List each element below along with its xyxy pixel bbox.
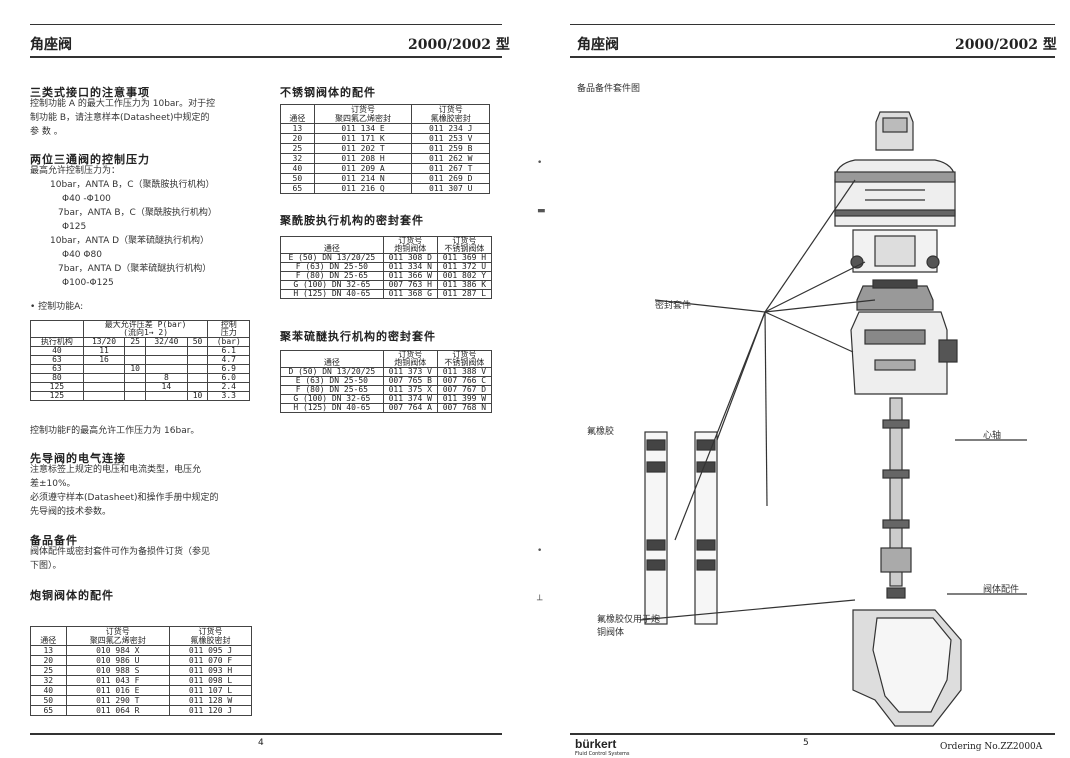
page-title: 角座阀 <box>577 37 619 53</box>
figure-caption: 备品备件套件图 <box>577 84 641 94</box>
header-underline <box>30 56 502 58</box>
pps-seal-kit-table: 订货号 订货号 通径 炮铜阀体 不锈钢阀体 D (50) DN 13/20/25… <box>280 350 493 413</box>
label-fkm: 氟橡胶 <box>587 427 615 437</box>
section-title-pps-seal: 聚苯硫醚执行机构的密封套件 <box>280 330 436 343</box>
label-fkm-note: 氟橡胶仅用于炮 铜阀体 <box>597 615 661 638</box>
ordering-number: Ordering No.ZZ2000A <box>940 742 1043 752</box>
header-rule <box>570 24 1055 25</box>
valve-exploded-drawing <box>639 111 1027 727</box>
brand-tagline: Fluid Control Systems <box>575 751 630 757</box>
section-text-two-way: 最高允许控制压力为： 10bar，ANTA B，C（聚酰胺执行机构） Φ40 -… <box>30 166 217 288</box>
footer-rule <box>30 733 502 735</box>
margin-mark: ▬ <box>537 206 546 216</box>
label-seal-kit: 密封套件 <box>655 301 692 311</box>
section-title-three-fluid: 三类式接口的注意事项 <box>30 86 150 99</box>
control-a-label: • 控制功能A: <box>30 302 84 312</box>
margin-mark: • <box>537 158 543 168</box>
model-number: 2000/2002 型 <box>955 37 1057 53</box>
brand-logo: bürkert <box>575 737 617 751</box>
label-spindle: 心轴 <box>983 431 1002 441</box>
label-body-parts: 阀体配件 <box>983 585 1020 595</box>
section-title-two-way: 两位三通阀的控制压力 <box>30 153 150 166</box>
section-text-spare: 阀体配件或密封套件可作为备损件订货（参见 下图）。 <box>30 547 211 571</box>
section-title-brass: 炮铜阀体的配件 <box>30 589 114 602</box>
header-underline <box>570 56 1055 58</box>
control-f-note: 控制功能F的最高允许工作压力为 16bar。 <box>30 426 200 436</box>
footer-rule <box>570 733 1055 735</box>
right-page: 角座阀 2000/2002 型 备品备件套件图 • ▬ • ┴ <box>535 0 1070 758</box>
left-page: 角座阀 2000/2002 型 三类式接口的注意事项 控制功能 A 的最大工作压… <box>30 24 510 748</box>
section-title-pa-seal: 聚酰胺执行机构的密封套件 <box>280 214 424 227</box>
section-title-stainless: 不锈钢阀体的配件 <box>280 86 376 99</box>
header-rule <box>30 24 502 25</box>
pa-seal-kit-table: 订货号 订货号 通径 炮铜阀体 不锈钢阀体 E (50) DN 13/20/25… <box>280 236 493 299</box>
section-title-pilot: 先导阀的电气连接 <box>30 452 126 465</box>
section-text-three-fluid: 控制功能 A 的最大工作压力为 10bar。对于控 制功能 B，请注意样本(Da… <box>30 99 216 137</box>
section-title-spare: 备品备件 <box>30 534 78 547</box>
margin-mark: ┴ <box>537 596 543 606</box>
model-number: 2000/2002 型 <box>408 37 510 53</box>
page-number: 4 <box>258 738 264 748</box>
page-title: 角座阀 <box>30 37 72 53</box>
margin-mark: • <box>537 546 543 556</box>
section-text-pilot: 注意标签上规定的电压和电流类型，电压允 差±10%。 必须遵守样本(Datash… <box>30 465 219 517</box>
page-number: 5 <box>803 738 809 748</box>
pressure-table: 最大允许压差 P(bar) 控制 (流向1→ 2) 压力 执行机构 13/20 … <box>30 320 250 401</box>
